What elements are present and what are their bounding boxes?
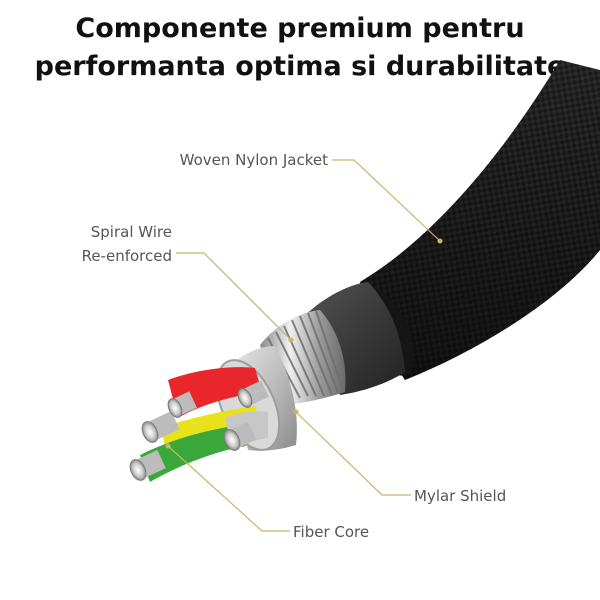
callout-fiber-core: Fiber Core [293, 520, 369, 544]
callout-label-spiral-wire-1: Spiral Wire [90, 223, 172, 241]
callout-spiral-wire: Spiral Wire Re-enforced [40, 220, 172, 268]
leader-lines [167, 159, 441, 532]
callout-woven-nylon-jacket: Woven Nylon Jacket [140, 148, 328, 172]
page-title: Componente premium pentru performanta op… [0, 10, 600, 86]
leader-dots [165, 238, 443, 449]
callout-label-spiral-wire-2: Re-enforced [81, 247, 172, 265]
title-line-2: performanta optima si durabilitate [34, 51, 566, 82]
callout-label-woven-nylon-jacket: Woven Nylon Jacket [179, 151, 328, 169]
callout-label-mylar-shield: Mylar Shield [414, 487, 507, 505]
leader-line-spiral [176, 252, 292, 341]
leader-line-fiber [167, 445, 290, 532]
title-line-1: Componente premium pentru [75, 13, 525, 44]
conductor-strands [129, 380, 269, 481]
callout-label-fiber-core: Fiber Core [293, 523, 370, 541]
leader-line-mylar [295, 411, 411, 496]
callout-mylar-shield: Mylar Shield [414, 484, 506, 508]
leader-line-jacket [332, 159, 441, 242]
